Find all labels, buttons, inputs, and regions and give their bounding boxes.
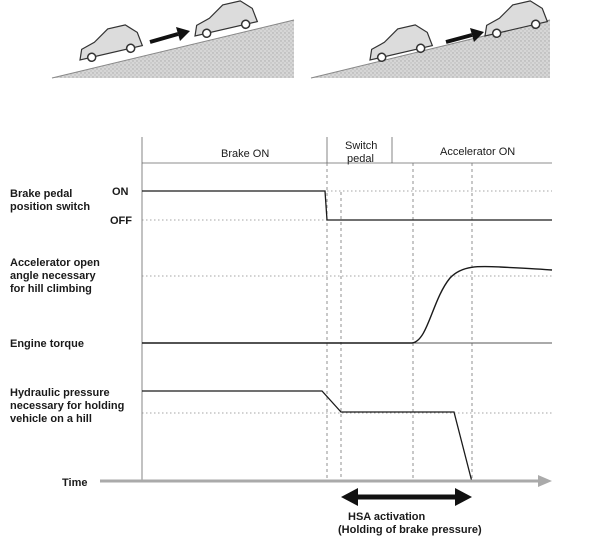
label-engine-torque: Engine torque [10, 338, 84, 350]
label-time: Time [62, 477, 87, 489]
time-axis [100, 475, 552, 487]
signal-traces [142, 190, 553, 483]
hill-illustration-left [51, 0, 295, 79]
label-hydraulic-2: necessary for holding [10, 400, 124, 412]
car-icon [79, 24, 144, 63]
label-off: OFF [110, 215, 132, 227]
hsa-label-2: (Holding of brake pressure) [338, 524, 482, 536]
hydraulic-pressure-signal [142, 390, 473, 483]
car-icon [194, 0, 259, 39]
diagram-frame [141, 137, 552, 480]
event-guide-lines [326, 163, 473, 480]
label-on: ON [112, 186, 129, 198]
time-axis-arrowhead [538, 475, 552, 487]
hsa-label-1: HSA activation [348, 511, 426, 523]
car-icon [484, 0, 549, 39]
label-accel-2: angle necessary [10, 270, 96, 282]
label-hydraulic-3: vehicle on a hill [10, 413, 92, 425]
engine-torque-curve [142, 265, 553, 344]
label-hydraulic-1: Hydraulic pressure [10, 387, 110, 399]
phase-accelerator-on: Accelerator ON [440, 146, 515, 158]
hsa-double-arrow [341, 488, 472, 506]
label-accel-1: Accelerator open [10, 257, 100, 269]
phase-switch-pedal-line2: pedal [347, 153, 374, 165]
label-accel-3: for hill climbing [10, 283, 92, 295]
arrow-right-icon [149, 27, 190, 44]
hill-illustration-right [310, 0, 551, 79]
phase-switch-pedal-line1: Switch [345, 140, 377, 152]
car-icon [369, 24, 434, 63]
label-brake-switch-2: position switch [10, 201, 90, 213]
reference-lines [142, 190, 552, 414]
brake-switch-signal [142, 190, 552, 221]
arrow-right-icon [445, 28, 484, 44]
phase-brake-on: Brake ON [221, 148, 269, 160]
label-brake-switch-1: Brake pedal [10, 188, 72, 200]
